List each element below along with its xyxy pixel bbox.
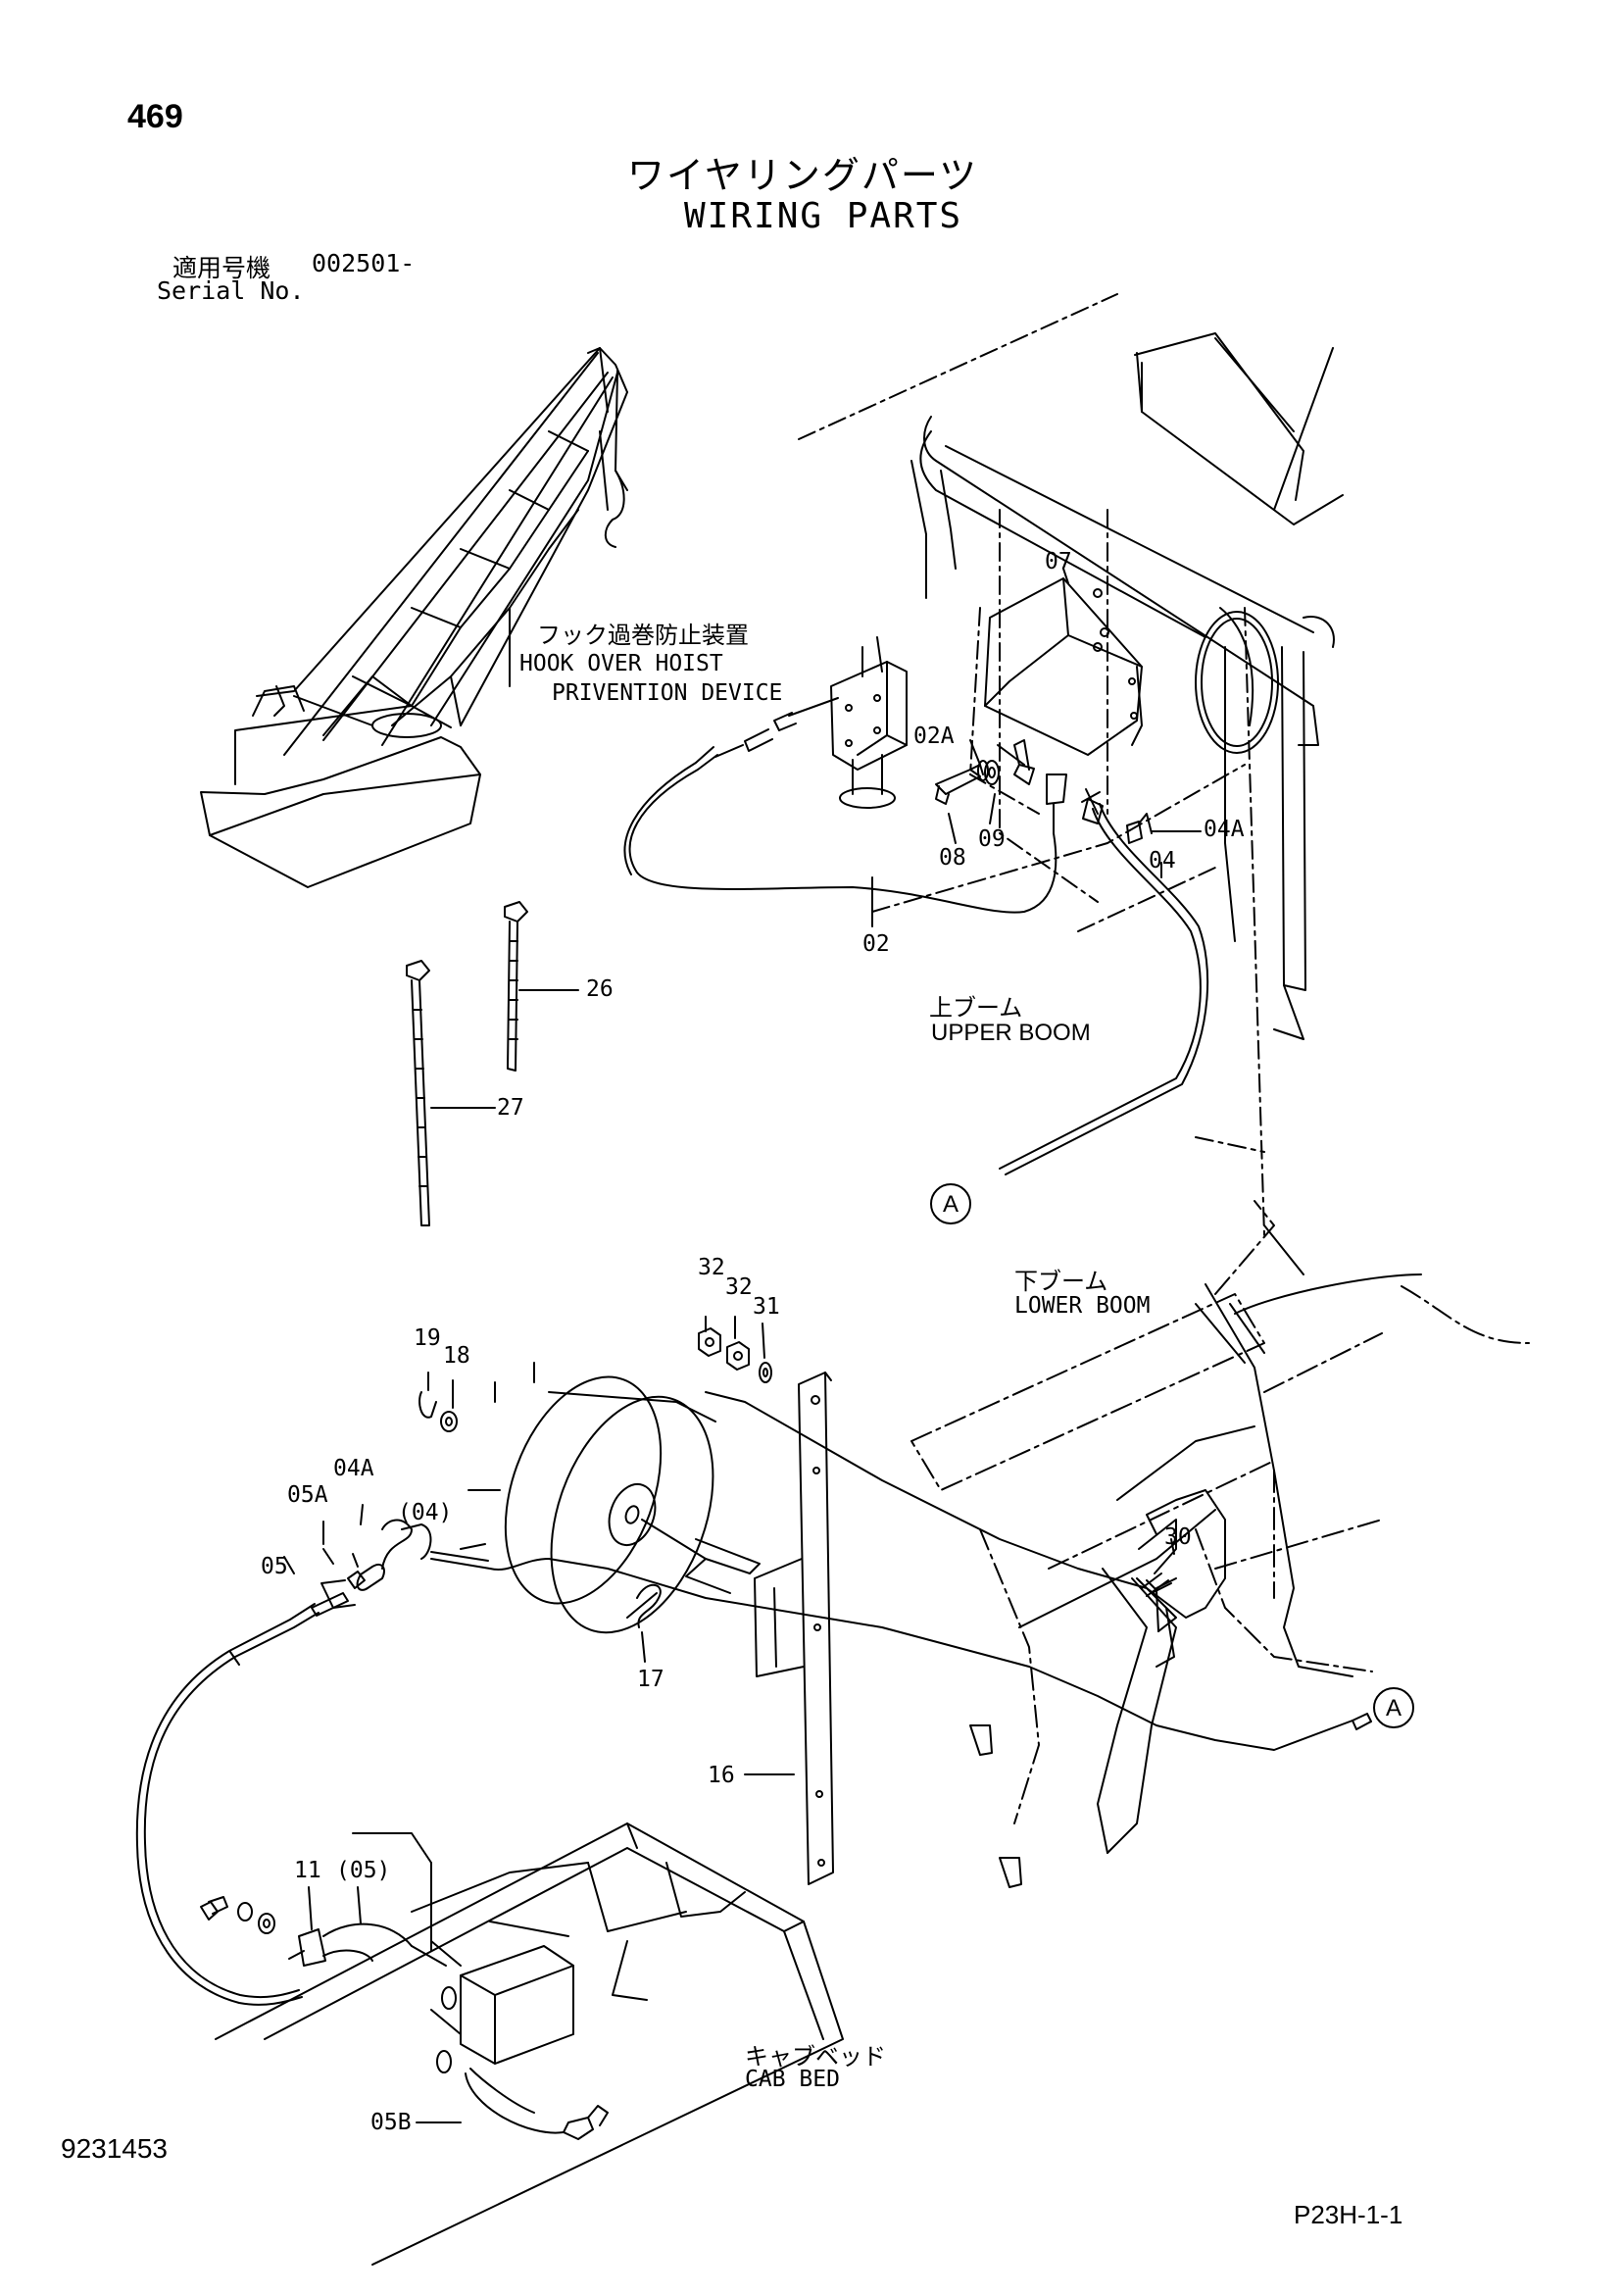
reference-circle-a-top: [930, 1183, 971, 1224]
junction-box-07: [984, 577, 1143, 756]
callout-05a: 05A: [287, 1482, 328, 1508]
callout-04a-bottom: 04A: [333, 1456, 374, 1481]
callout-05b: 05B: [370, 2110, 412, 2135]
lower-boom-structure: [910, 1200, 1383, 1888]
cable-02: [623, 746, 1067, 914]
callout-30: 30: [1164, 1524, 1192, 1550]
cable-lower: [135, 1391, 1372, 2006]
callout-04a-top: 04A: [1204, 817, 1245, 842]
callout-09: 09: [978, 826, 1006, 852]
callout-32-second: 32: [725, 1274, 753, 1300]
callout-11: 11: [294, 1858, 321, 1883]
lower-boom-label-en: LOWER BOOM: [1014, 1293, 1151, 1319]
upper-boom-label-en: UPPER BOOM: [931, 1020, 1091, 1046]
callout-a-bottom: A: [1386, 1695, 1402, 1722]
cab-bed-structure: [215, 1822, 844, 2266]
cab-bed-clamp-11: [200, 1886, 447, 1967]
serial-label-english: Serial No.: [157, 276, 305, 305]
callout-a-top: A: [943, 1191, 959, 1218]
page-code: P23H-1-1: [1294, 2200, 1403, 2229]
hook-device-label-en-2: PRIVENTION DEVICE: [552, 680, 783, 706]
small-hardware: [418, 1316, 772, 1663]
document-code: 9231453: [61, 2133, 169, 2164]
callout-07: 07: [1045, 549, 1072, 574]
cable-04: [999, 788, 1209, 1175]
callout-27: 27: [497, 1095, 524, 1121]
callout-16: 16: [708, 1763, 735, 1788]
hook-over-hoist-device: [714, 636, 908, 809]
upper-boom-structure: [798, 293, 1344, 1236]
cable-tie-26: [504, 901, 579, 1072]
reference-circle-a-bottom: [1373, 1687, 1414, 1728]
leader-lines-upper: [871, 568, 1202, 927]
callout-31: 31: [753, 1294, 780, 1320]
callout-08: 08: [939, 845, 966, 871]
crane-illustration: [200, 347, 628, 888]
page-number: 469: [127, 98, 183, 135]
callout-05-paren: (05): [336, 1858, 391, 1883]
callout-02: 02: [862, 931, 890, 957]
lower-boom-label-jp: 下ブーム: [1014, 1269, 1108, 1295]
cab-bed-label-jp: キャブベッド: [745, 2044, 886, 2071]
bracket-16: [744, 1372, 834, 1885]
serial-number-value: 002501-: [312, 249, 416, 277]
hook-device-label-en-1: HOOK OVER HOIST: [519, 651, 723, 676]
leader-lines-lower: [322, 1224, 1530, 2123]
callout-05: 05: [261, 1554, 288, 1579]
upper-boom-label-jp: 上ブーム: [929, 995, 1023, 1022]
cable-tie-27: [406, 960, 496, 1226]
cable-reel: [460, 1362, 761, 1634]
title-japanese: ワイヤリングパーツ: [627, 154, 979, 197]
callout-32-first: 32: [698, 1255, 725, 1280]
callout-26: 26: [586, 976, 614, 1002]
title-english: WIRING PARTS: [684, 196, 963, 236]
cab-bed-label-en: CAB BED: [745, 2067, 840, 2092]
bolt-08-washer-09: [935, 739, 1035, 805]
callout-19: 19: [414, 1325, 441, 1351]
serial-label-japanese: 適用号機: [172, 254, 271, 282]
callout-02a: 02A: [913, 724, 955, 749]
callout-04-top: 04: [1149, 848, 1176, 873]
callout-18: 18: [443, 1343, 470, 1369]
callout-04-paren: (04): [398, 1500, 453, 1525]
callout-17: 17: [637, 1667, 664, 1692]
hook-device-label-jp: フック過巻防止装置: [537, 623, 749, 649]
